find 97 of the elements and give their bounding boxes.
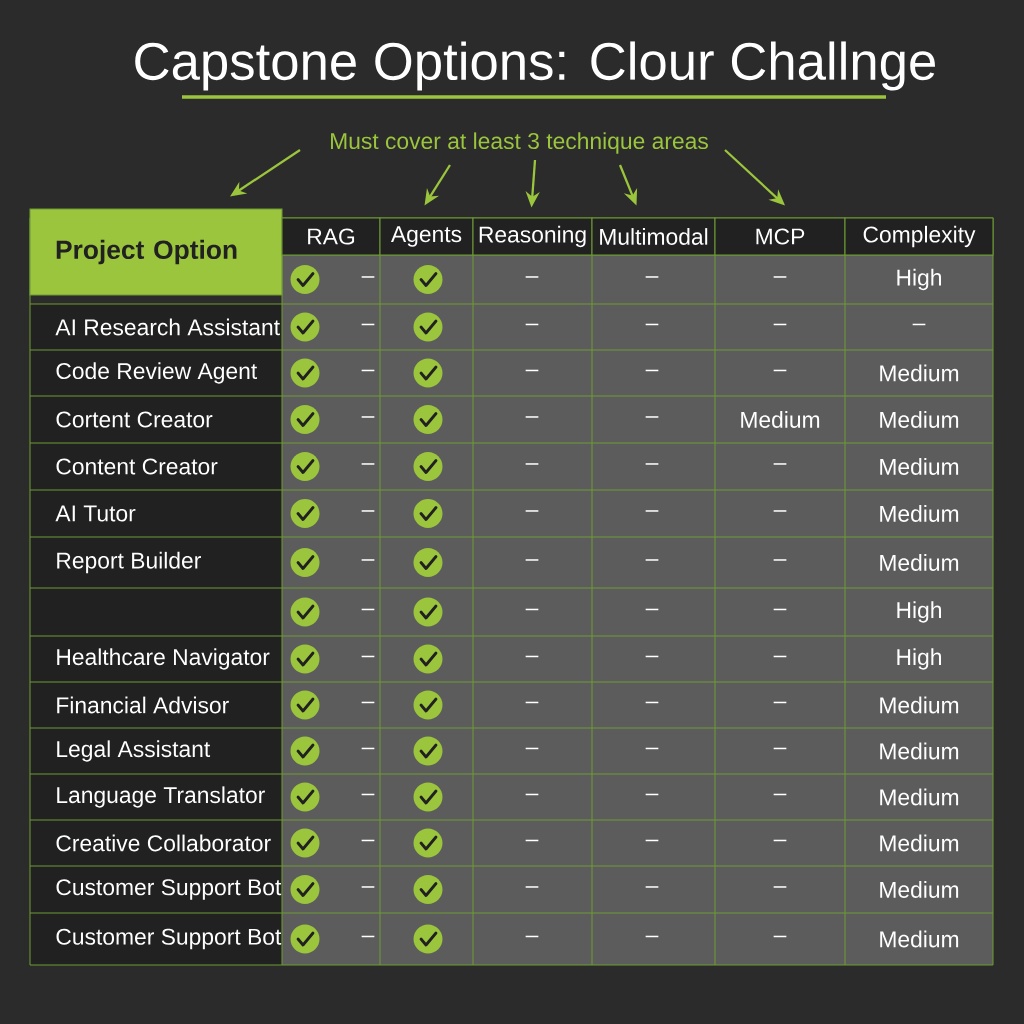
table-entry: – <box>361 276 375 278</box>
project-name: Healthcare Navigator <box>57 648 270 670</box>
table-entry: – <box>525 608 539 611</box>
table-entry: Medium <box>880 930 959 948</box>
table-entry: – <box>525 510 539 512</box>
table-entry: – <box>525 323 539 326</box>
table-entry: – <box>361 323 375 326</box>
table-entry: – <box>361 608 375 611</box>
table-entry: – <box>773 463 787 465</box>
table-entry: High <box>897 601 941 623</box>
table-entry: – <box>525 886 539 888</box>
table-entry: – <box>773 655 787 658</box>
table-entry: – <box>773 839 787 842</box>
table-entry: – <box>912 323 926 326</box>
table-entry: – <box>645 416 659 418</box>
project-name: Content Creator <box>56 458 218 475</box>
header-box: Project Option <box>29 208 283 296</box>
table-entry: – <box>645 608 659 611</box>
table-entry: – <box>361 935 375 938</box>
table-entry: – <box>645 655 659 658</box>
table-entry: Medium <box>880 554 959 571</box>
table-entry: – <box>525 839 539 842</box>
table-entry: – <box>361 463 375 465</box>
table-entry: – <box>361 747 375 750</box>
table-entry: – <box>525 655 539 658</box>
table-entry: – <box>525 747 539 750</box>
table-entry: – <box>773 701 787 704</box>
table-entry: – <box>773 559 787 561</box>
table-entry: – <box>361 369 375 372</box>
table-entry: – <box>773 747 787 750</box>
project-name: Code Review Agent <box>56 362 258 384</box>
project-name: Legal Assistant <box>57 740 211 762</box>
table-entry: – <box>645 701 659 704</box>
table-entry: – <box>525 416 539 418</box>
table-entry: – <box>361 655 375 658</box>
table-entry: – <box>645 323 659 326</box>
table-entry: – <box>361 839 375 842</box>
table-entry: – <box>361 701 375 704</box>
table-entry: Medium <box>741 411 820 428</box>
table-entry: – <box>525 559 539 561</box>
project-name: Customer Support Bot <box>56 879 282 900</box>
table-entry: Medium <box>880 742 959 760</box>
column-header: RAG <box>281 217 381 256</box>
column-header: MCP <box>714 217 846 256</box>
table-entry: – <box>361 886 375 888</box>
table-entry: Medium <box>880 411 959 428</box>
table-entry: – <box>525 701 539 704</box>
table-entry: Medium <box>880 696 959 714</box>
table-entry: Medium <box>880 505 959 522</box>
table-entry: – <box>773 510 787 512</box>
table-entry: – <box>645 276 659 278</box>
table-entry: – <box>645 886 659 888</box>
column-header: Agents <box>379 217 474 256</box>
table-entry: High <box>897 648 941 670</box>
table-entry: – <box>525 276 539 278</box>
table-entry: – <box>645 559 659 561</box>
table-entry: Medium <box>880 458 959 475</box>
table-entry: – <box>645 793 659 796</box>
table-entry: – <box>645 935 659 938</box>
project-name: Report Builder <box>57 551 201 574</box>
table-entry: Medium <box>880 364 959 382</box>
column-header: Multimodal <box>591 217 716 256</box>
table-entry: – <box>525 793 539 796</box>
table-entry: – <box>773 793 787 796</box>
project-name: Creative Collaborator <box>56 834 271 852</box>
project-name: AI Research Assistant <box>55 318 280 336</box>
table-entry: – <box>773 323 787 326</box>
project-name: AI Tutor <box>55 505 136 522</box>
project-name: Customer Support Bot <box>56 928 282 950</box>
table-entry: – <box>361 416 375 418</box>
table-entry: – <box>525 463 539 465</box>
table-entry: – <box>645 463 659 465</box>
project-name: Language Translator <box>57 786 265 808</box>
table-entry: – <box>361 559 375 561</box>
table-entry: – <box>773 608 787 611</box>
table-entry: Medium <box>880 881 959 898</box>
column-header: Reasoning <box>472 217 593 256</box>
table-entry: – <box>773 369 787 372</box>
table-entry: – <box>525 935 539 938</box>
table-entry: – <box>773 276 787 278</box>
table-entry: – <box>773 886 787 888</box>
table-entry: Medium <box>880 788 959 806</box>
table-entry: High <box>897 268 941 291</box>
project-name: Financial Advisor <box>57 696 229 714</box>
table-entry: Medium <box>880 834 959 852</box>
table-entry: – <box>525 369 539 372</box>
note-text: Must cover at least 3 technique areas <box>331 132 708 154</box>
project-name: Cortent Creator <box>56 411 213 428</box>
title: Capstone Options: Clour Challnge <box>135 41 935 91</box>
table-entry: – <box>645 510 659 512</box>
table-entry: – <box>773 935 787 938</box>
table-entry: – <box>645 369 659 372</box>
table-entry: – <box>361 793 375 796</box>
table-entry: – <box>361 510 375 512</box>
table-entry: – <box>645 839 659 842</box>
column-header: Complexity <box>844 217 994 256</box>
table-entry: – <box>645 747 659 750</box>
